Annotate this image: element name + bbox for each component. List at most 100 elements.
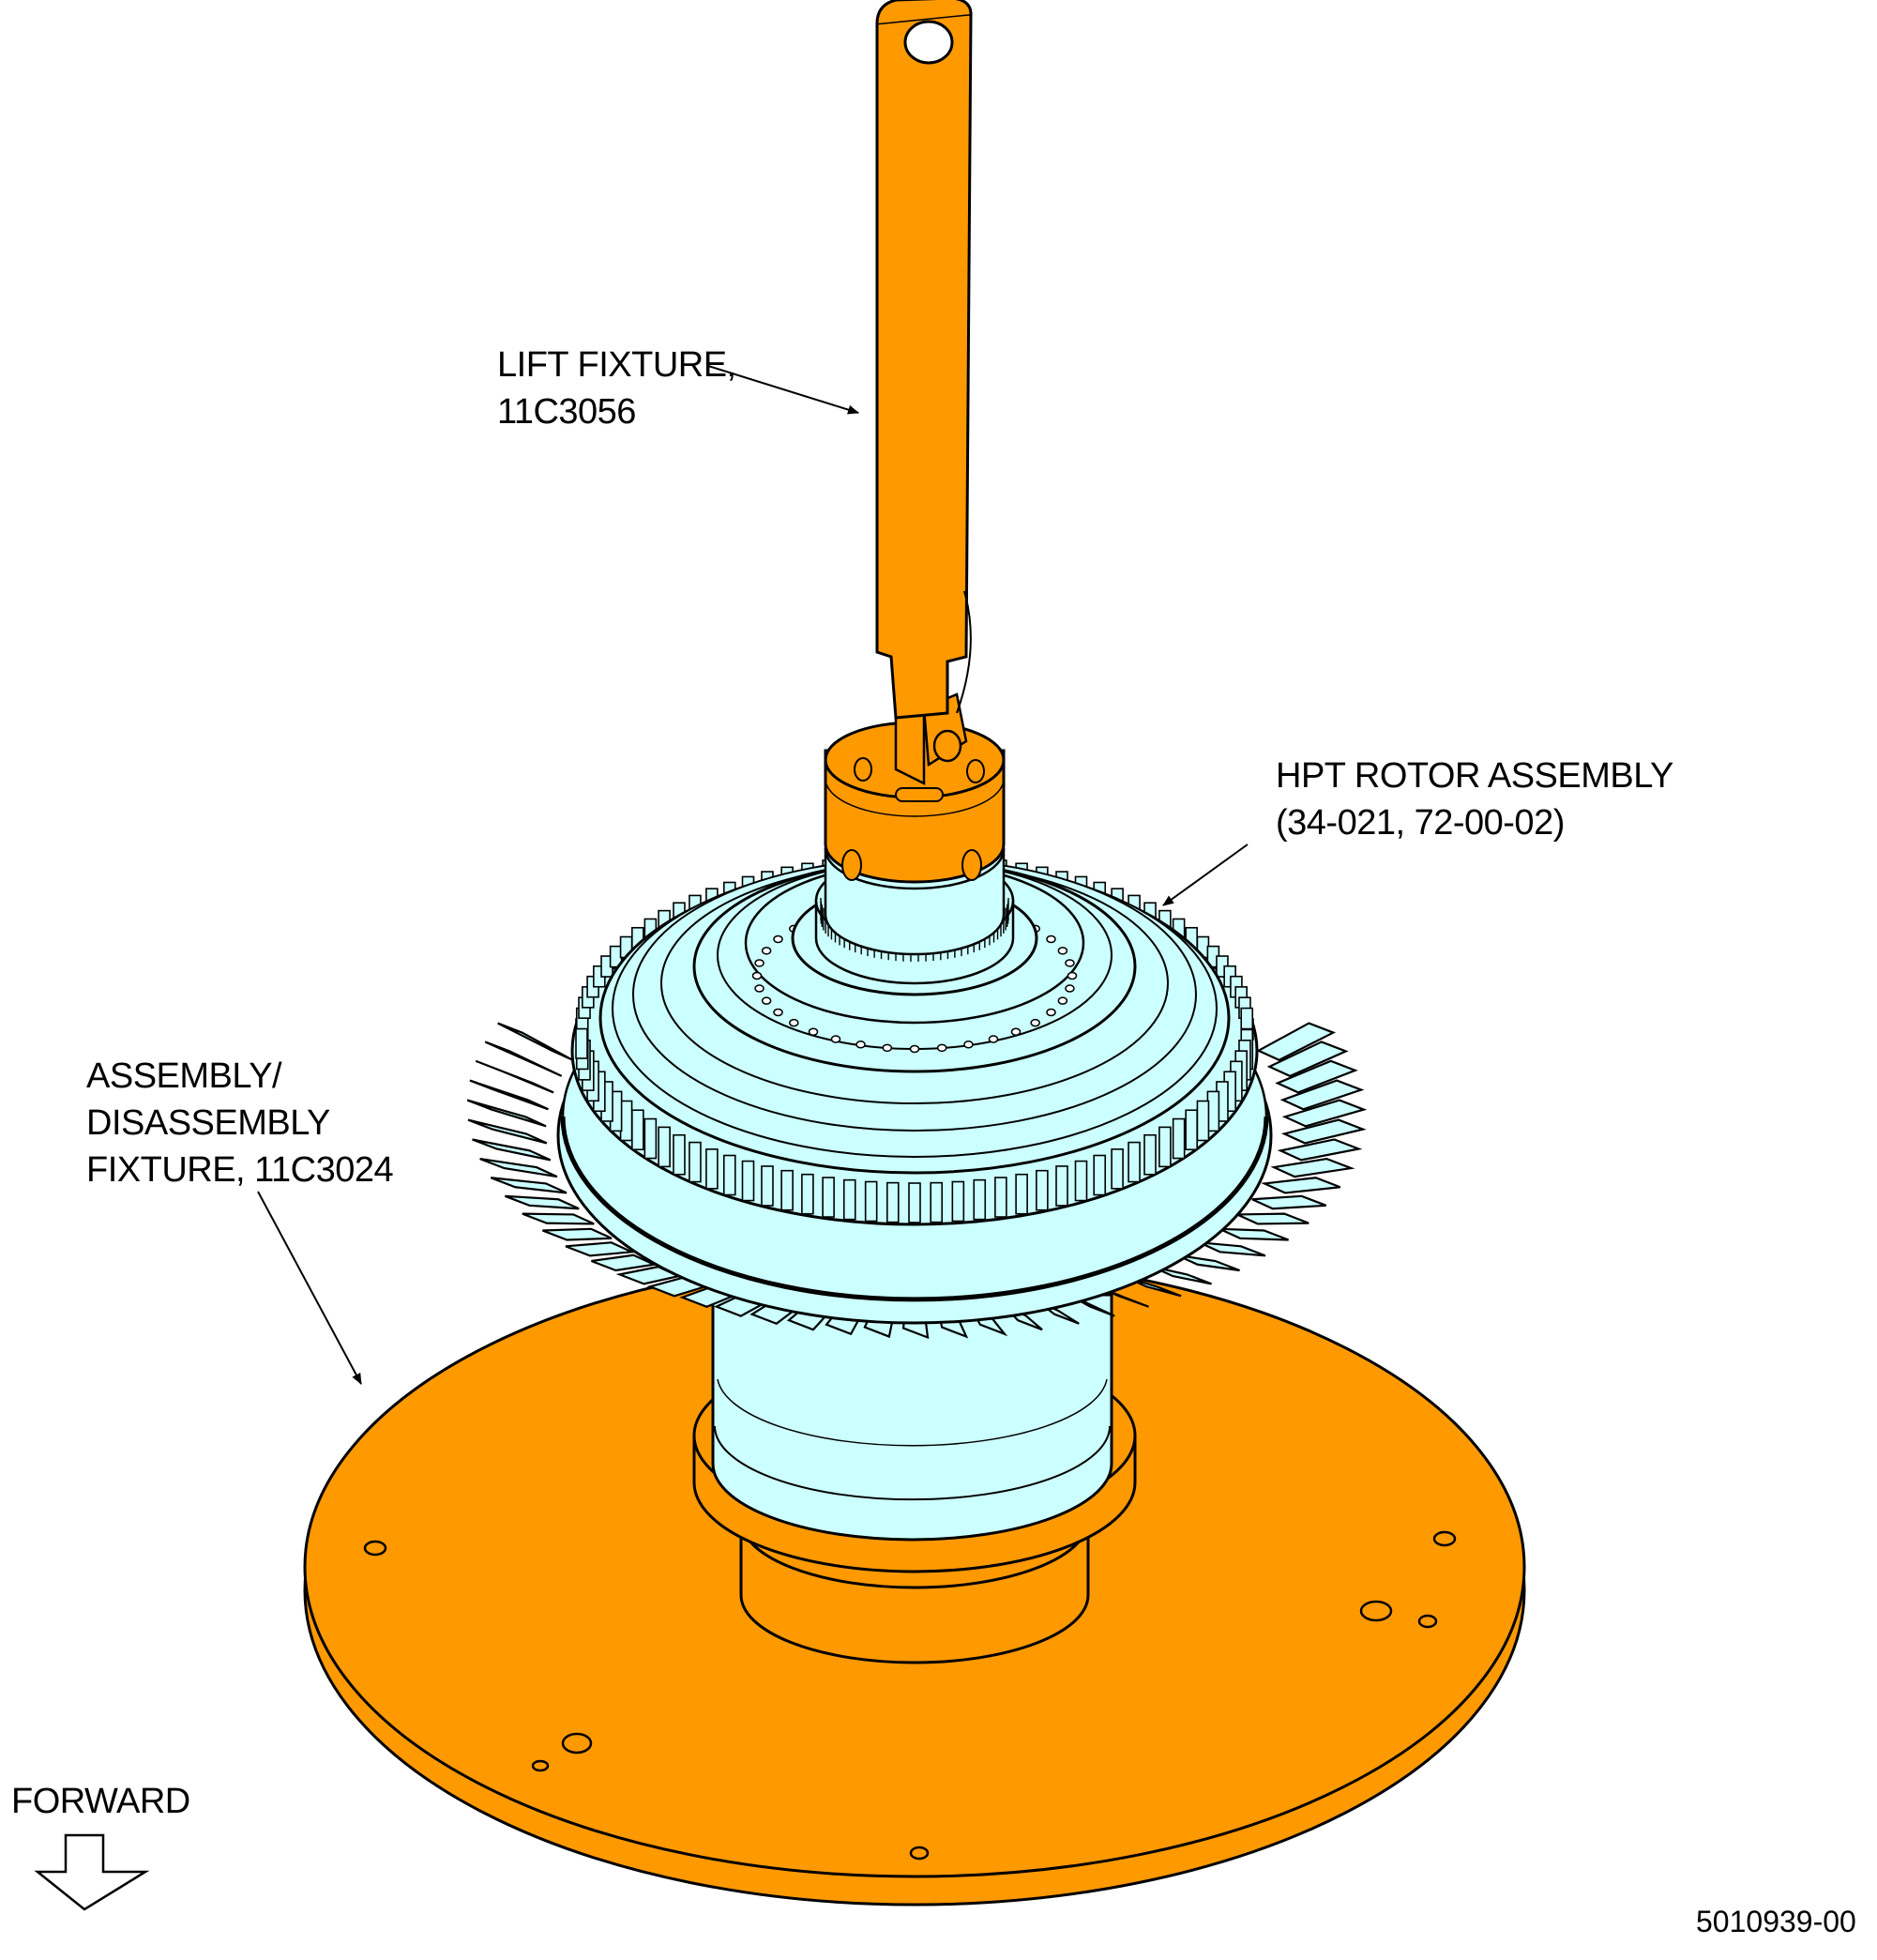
disk-slot <box>908 1182 921 1223</box>
turbine-blade <box>1219 1227 1289 1241</box>
hpt-rotor-callout: HPT ROTOR ASSEMBLY (34-021, 72-00-02) <box>1276 752 1673 846</box>
bolt-hole <box>1046 1008 1056 1017</box>
bolt-hole <box>773 934 783 944</box>
turbine-blade <box>1270 1157 1355 1178</box>
bolt-hole <box>1065 959 1075 967</box>
turbine-blade <box>565 1241 636 1257</box>
disk-slot <box>643 1117 658 1160</box>
disk-slot <box>1015 1173 1028 1215</box>
bolt-hole <box>789 1018 799 1027</box>
leader-lines <box>257 365 1249 1385</box>
bolt-hole <box>1067 971 1078 980</box>
lift-fixture-callout-line2: 11C3056 <box>497 392 636 432</box>
disk-slot <box>631 1109 644 1151</box>
plate-hole <box>1417 1614 1438 1629</box>
turbine-blade <box>1251 1194 1327 1210</box>
bolt-hole <box>909 1044 920 1054</box>
disk-slot <box>1185 1109 1198 1151</box>
forward-label: FORWARD <box>11 1782 190 1821</box>
disk-slot <box>1111 1148 1124 1190</box>
asm-fixture-leader <box>257 1191 362 1385</box>
disk-slot <box>761 1165 774 1207</box>
lift-eye-hole <box>903 20 954 65</box>
asm-fixture-callout-line1: ASSEMBLY/ <box>86 1056 282 1096</box>
turbine-blade <box>479 1158 558 1178</box>
plate-hole <box>1359 1600 1393 1622</box>
forward-arrow-icon <box>34 1833 150 1911</box>
disk-slot <box>822 1177 835 1218</box>
asm-fixture-callout-line3: FIXTURE, 11C3024 <box>86 1150 394 1190</box>
bolt-hole <box>1057 947 1068 955</box>
plate-hole <box>363 1540 387 1557</box>
asm-fixture-callout: ASSEMBLY/ DISASSEMBLY FIXTURE, 11C3024 <box>86 1053 394 1193</box>
turbine-blade <box>469 1079 549 1111</box>
disk-slot <box>658 1126 671 1168</box>
disk-slot <box>705 1148 719 1190</box>
disk-slot <box>673 1133 686 1176</box>
disk-slot <box>1240 1007 1254 1030</box>
disk-slot <box>842 1178 856 1221</box>
turbine-blade <box>1176 1253 1240 1272</box>
turbine-blade <box>1256 1022 1337 1062</box>
turbine-blade <box>591 1253 658 1272</box>
plate-hole <box>1432 1530 1457 1547</box>
disk-slot <box>801 1173 814 1215</box>
turbine-blade <box>466 1099 547 1128</box>
bolt-hole <box>761 996 772 1005</box>
bolt-hole <box>830 1035 841 1043</box>
bolt-hole <box>1046 934 1056 944</box>
disk-slot <box>689 1141 702 1183</box>
hpt-rotor-leader <box>1162 843 1249 906</box>
bolt-hole <box>761 947 772 955</box>
disk-slot <box>886 1181 900 1223</box>
disk-slot <box>1158 1126 1172 1168</box>
plate-hole <box>561 1732 593 1755</box>
bolt-hole <box>773 1008 783 1017</box>
disk-slot <box>1128 1141 1141 1183</box>
turbine-blade <box>1279 1079 1365 1111</box>
figure-number: 5010939-00 <box>1696 1905 1856 1938</box>
lift-fixture <box>824 0 1006 884</box>
disk-slot <box>1172 1117 1186 1160</box>
disk-slot <box>1196 1100 1210 1142</box>
disk-slot <box>780 1169 794 1211</box>
lift-fixture-callout-line1: LIFT FIXTURE, <box>497 345 736 385</box>
bolt-hole <box>963 1041 974 1049</box>
disk-slot <box>1143 1133 1157 1176</box>
disk-slot <box>741 1160 755 1202</box>
bolt-hole <box>1030 1018 1040 1027</box>
bolt-hole <box>936 1043 947 1053</box>
plate-hole <box>909 1846 930 1861</box>
bolt-hole <box>1057 996 1068 1005</box>
turbine-blade <box>1152 1266 1212 1285</box>
bolt-hole <box>855 1041 866 1049</box>
turbine-blade <box>490 1177 568 1194</box>
turbine-blade <box>1260 1177 1341 1194</box>
disk-slot <box>951 1180 965 1223</box>
turbine-blade <box>1266 1041 1349 1078</box>
turbine-blade <box>467 1118 548 1145</box>
disk-slot <box>973 1178 987 1221</box>
turbine-blade <box>1199 1241 1266 1257</box>
bolt-hole <box>754 959 764 967</box>
turbine-blade <box>484 1041 563 1077</box>
turbine-blade <box>542 1227 613 1241</box>
disk-slot <box>1074 1160 1088 1202</box>
bolt-hole <box>754 984 764 993</box>
bolt-hole <box>1010 1027 1022 1037</box>
turbine-blade <box>1280 1118 1367 1145</box>
lift-fixture-leader <box>707 365 859 415</box>
bolt-hole <box>808 1027 819 1037</box>
turbine-blade <box>472 1138 552 1162</box>
turbine-blade <box>1275 1059 1358 1094</box>
disk-slot <box>722 1154 736 1196</box>
turbine-blade <box>1281 1099 1368 1128</box>
turbine-blade <box>475 1059 554 1094</box>
rotor-drum <box>711 1293 1113 1542</box>
turbine-blade <box>1277 1138 1363 1162</box>
disk-slot <box>930 1181 944 1223</box>
hpt-rotor-callout-line1: HPT ROTOR ASSEMBLY <box>1276 756 1673 796</box>
turbine-blade <box>1236 1212 1309 1225</box>
